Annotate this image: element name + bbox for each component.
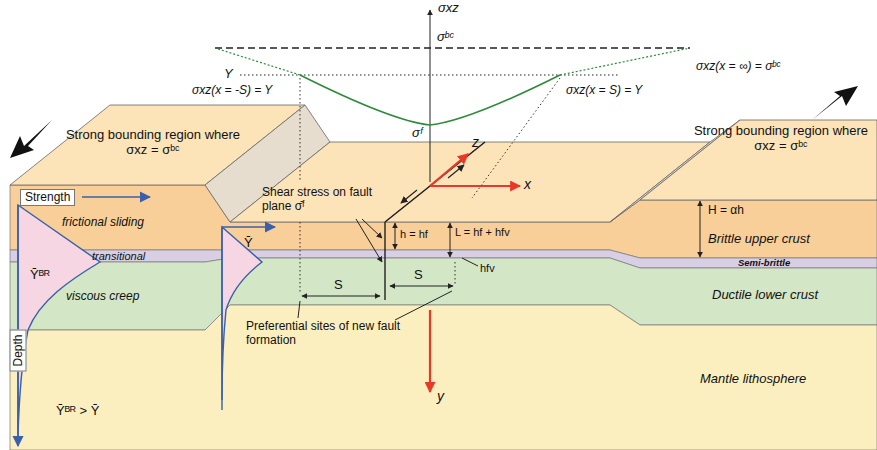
stress-condition: σxz(x = ∞) = σᵇᶜ [696, 60, 780, 74]
layer-label: viscous creep [66, 290, 139, 304]
dimension-label: S [414, 268, 423, 283]
axis-label: y [437, 388, 444, 404]
note-label: Preferential sites of new fault formatio… [246, 320, 406, 348]
strength-box: Strength [20, 189, 75, 206]
fault-label: Shear stress on fault plane σ̄ᶠ [262, 186, 380, 214]
dimension-label: H = αh [708, 204, 744, 218]
stress-label: σᵇᶜ [437, 30, 454, 45]
yield-label: Y [224, 67, 233, 82]
stress-condition: σxz(x = -S) = Y [192, 84, 272, 98]
region-label: Strong bounding region where σxz = σᵇᶜ [58, 128, 248, 158]
layer-label: Ductile lower crust [712, 288, 818, 303]
region-label: Strong bounding region where σxz = σᵇᶜ [688, 124, 874, 154]
axis-label: z [472, 134, 479, 150]
dimension-label: h = hf [400, 228, 428, 241]
layer-label: Semi-brittle [738, 258, 790, 269]
dimension-label: hfv [480, 262, 495, 275]
axis-label: σxz [438, 1, 459, 16]
strength-label: Ȳ [244, 236, 253, 251]
layer-label: Mantle lithosphere [700, 372, 806, 387]
stress-condition: σxz(x = S) = Y [566, 84, 642, 98]
dimension-label: L = hf + hfv [455, 226, 510, 239]
depth-box: Depth [10, 329, 27, 371]
layer-label: Brittle upper crust [708, 232, 810, 247]
axis-label: x [524, 176, 531, 192]
stress-label: σᶠ [412, 126, 423, 141]
layer-label: frictional sliding [62, 216, 144, 230]
dimension-label: S [334, 278, 343, 293]
crust-layer [10, 305, 877, 450]
strength-label: Ȳᴮᴿ [30, 268, 50, 283]
box-text: Depth [11, 334, 25, 366]
layer-label: transitional [92, 250, 145, 263]
strength-label: Ȳᴮᴿ > Ȳ [56, 404, 99, 419]
box-text: Strength [25, 190, 70, 204]
